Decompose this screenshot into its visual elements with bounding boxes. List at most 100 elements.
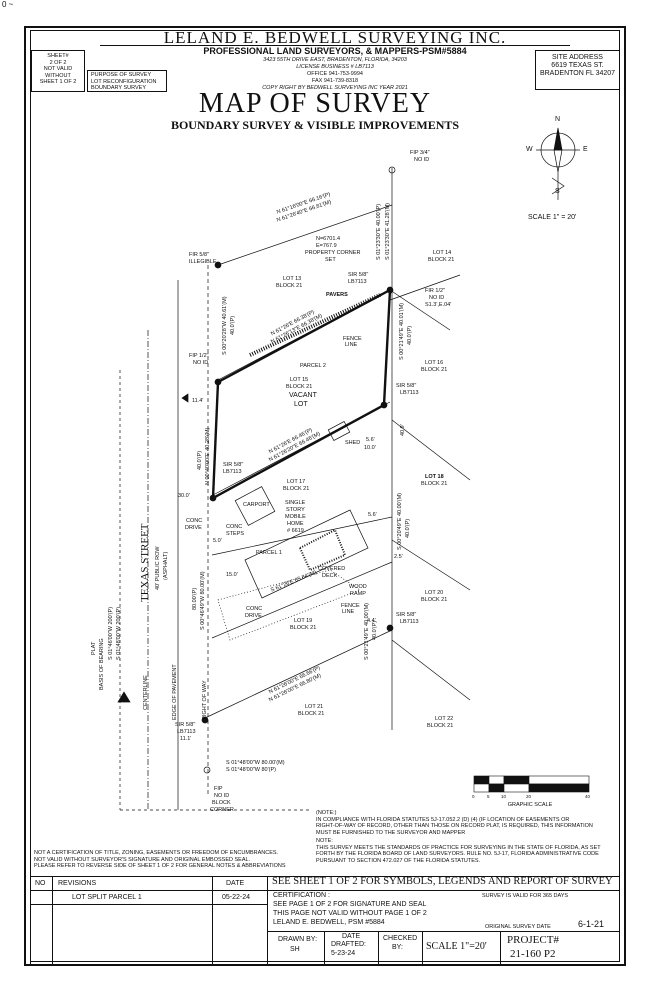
tick-0: 0 bbox=[472, 794, 475, 799]
note-block: (NOTE:) IN COMPLIANCE WITH FLORIDA STATU… bbox=[316, 810, 616, 864]
lbl-block21d: BLOCK 21 bbox=[286, 384, 313, 390]
lbl-block21a: BLOCK 21 bbox=[276, 283, 303, 289]
header-rule bbox=[100, 45, 570, 46]
lbl-bear-right-m: S 01°23'30"E 41.28'(M) bbox=[385, 202, 391, 260]
lbl-fir12-id: NO ID bbox=[429, 295, 445, 301]
site-address-box: SITE ADDRESS 6619 TEXAS ST. BRADENTON FL… bbox=[535, 50, 620, 90]
lbl-coord-e: E=767.9 bbox=[316, 243, 337, 249]
project-val: 21-160 P2 bbox=[510, 948, 556, 960]
lbl-block21c: BLOCK 21 bbox=[421, 367, 448, 373]
header-copyright: COPY RIGHT BY BEDWELL SURVEYING INC YEAR… bbox=[262, 85, 408, 91]
sheet-frame bbox=[24, 26, 626, 966]
rev-header-rule bbox=[30, 890, 268, 891]
see-sheet-rule bbox=[268, 890, 620, 891]
company-name: LELAND E. BEDWELL SURVEYING INC. bbox=[163, 28, 507, 47]
lbl-right-bear5: S 00°21'49"E 40.00'(M) bbox=[364, 602, 370, 660]
lbl-conc-drive4: DRIVE bbox=[245, 613, 262, 619]
lbl-asphalt: (ASPHALT) bbox=[163, 551, 169, 580]
note-l1: IN COMPLIANCE WITH FLORIDA STATUTES 5J-1… bbox=[316, 816, 570, 823]
bottom-col3 bbox=[422, 931, 423, 966]
header-fax: FAX 941-739-8318 bbox=[311, 78, 359, 84]
note-l4: THIS SURVEY MEETS THE STANDARDS OF PRACT… bbox=[316, 844, 601, 851]
lbl-centerline: CENTERLINE bbox=[143, 675, 149, 710]
lbl-fence-line3: FENCE bbox=[341, 603, 360, 609]
purpose-l1: PURPOSE OF SURVEY bbox=[91, 72, 152, 78]
rev-col-date: DATE bbox=[226, 880, 245, 887]
purpose-box: PURPOSE OF SURVEY LOT RECONFIGURATION BO… bbox=[87, 70, 167, 92]
checked-label: CHECKED bbox=[383, 935, 418, 942]
lbl-basis-bearing: BASIS OF BEARING bbox=[99, 638, 105, 690]
header-address: 3423 55TH DRIVE EAST, BRADENTON, FLORIDA… bbox=[263, 57, 407, 63]
lbl-home: HOME bbox=[287, 521, 304, 527]
purpose-l2: LOT RECONFIGURATION bbox=[91, 78, 157, 85]
lbl-sir58e: SIR 5/8" bbox=[175, 722, 196, 728]
cert-valid: SURVEY IS VALID FOR 365 DAYS bbox=[482, 893, 569, 899]
lbl-wood-ramp: WOOD bbox=[349, 584, 367, 590]
lbl-lot18: LOT 18 bbox=[425, 474, 444, 480]
lbl-edge-pavement: EDGE OF PAVEMENT bbox=[172, 664, 178, 720]
lbl-conc-steps: CONC bbox=[226, 524, 243, 530]
lbl-coord-n: N=6701.4 bbox=[316, 236, 341, 242]
lbl-right-p2: 40.0'(P) bbox=[407, 325, 413, 345]
lbl-row: 40' PUBLIC ROW bbox=[155, 546, 161, 590]
drafted-label: DRAFTED: bbox=[331, 941, 366, 948]
lbl-left-p: 40.0'(P) bbox=[230, 315, 236, 335]
lbl-lot19: LOT 19 bbox=[294, 618, 313, 624]
lbl-fip-bottom-id: NO ID bbox=[214, 793, 230, 799]
note-l3: MUST BE FURNISHED TO THE SURVEYOR AND MA… bbox=[316, 829, 466, 836]
lbl-fence-line4: LINE bbox=[342, 609, 355, 615]
lbl-fip-top: FIP 3/4" bbox=[410, 150, 430, 156]
lbl-corner-word: CORNER bbox=[210, 807, 234, 813]
project-label: PROJECT# bbox=[507, 934, 559, 946]
lbl-shed: SHED bbox=[345, 440, 361, 446]
site-l1: SITE ADDRESS bbox=[552, 54, 603, 61]
rev-col-no: NO bbox=[35, 880, 46, 887]
lbl-fir58: FIR 5/8" bbox=[189, 252, 209, 258]
bottom-col2 bbox=[378, 931, 379, 966]
lbl-lb7113d: LB7113 bbox=[400, 619, 419, 625]
lbl-sir58d: SIR 5/8" bbox=[396, 612, 417, 618]
lbl-block-word: BLOCK bbox=[212, 800, 231, 806]
lbl-right-bear4: S 00°20'49"E 40.00'(M) bbox=[397, 492, 403, 550]
lbl-mobile: MOBILE bbox=[285, 514, 306, 520]
note-head: (NOTE:) bbox=[316, 810, 337, 816]
lbl-left-p5: 80.00'(P) bbox=[192, 587, 198, 610]
lbl-dim100: 10.0' bbox=[364, 445, 376, 451]
cert-l1: SEE PAGE 1 OF 2 FOR SIGNATURE AND SEAL bbox=[273, 901, 427, 908]
lbl-dim300: 30.0' bbox=[178, 493, 190, 499]
lbl-sir58a: SIR 5/8" bbox=[348, 272, 369, 278]
revisions-table bbox=[30, 876, 268, 966]
lbl-dim25: 2.5' bbox=[394, 554, 403, 560]
lbl-lot21: LOT 21 bbox=[305, 704, 324, 710]
lbl-dim44: 4.4' bbox=[367, 618, 376, 624]
lbl-lb7113c: LB7113 bbox=[223, 469, 242, 475]
lbl-fip-bottom: FIP bbox=[214, 786, 223, 792]
lbl-bottom-bear-m: S 01°48'00"W 80.00'(M) bbox=[226, 760, 285, 766]
lbl-block21f: BLOCK 21 bbox=[283, 486, 310, 492]
lbl-dim56: 5.6' bbox=[366, 437, 375, 443]
lbl-conc-drive: CONC bbox=[186, 518, 203, 524]
lbl-sir58b: SIR 5/8" bbox=[396, 383, 417, 389]
lbl-lot22: LOT 22 bbox=[435, 716, 454, 722]
cert-head: CERTIFICATION : bbox=[273, 892, 330, 899]
rev-col1-rule bbox=[52, 876, 53, 966]
compass-e: E bbox=[583, 146, 588, 153]
lbl-lot-word: LOT bbox=[294, 401, 308, 408]
graphic-scale-bar bbox=[473, 775, 590, 793]
bottom-row-rule bbox=[268, 931, 620, 932]
sheet-box-l1: SHEET# bbox=[47, 53, 69, 59]
lbl-fip12-id: NO ID bbox=[193, 360, 209, 366]
lbl-lb7113e: LB7113 bbox=[177, 729, 196, 735]
lbl-dim150: 15.0' bbox=[226, 572, 238, 578]
lbl-row-line: RIGHT OF WAY bbox=[202, 680, 208, 720]
sheet-box: SHEET# 2 OF 2 NOT VALID WITHOUT SHEET 1 … bbox=[31, 50, 85, 92]
cert-l2: THIS PAGE NOT VALID WITHOUT PAGE 1 OF 2 bbox=[273, 910, 427, 917]
header-license: LICENSE BUSINESS # LB7113 bbox=[296, 64, 374, 70]
lbl-lot14: LOT 14 bbox=[433, 250, 452, 256]
lbl-fip12: FIP 1/2" bbox=[189, 353, 209, 359]
lbl-street-bear-m: S 01°46'00"W 200'(P) bbox=[108, 606, 114, 660]
rev-row1-date: 05-22-24 bbox=[222, 894, 251, 901]
compass-s: S bbox=[555, 188, 560, 195]
lbl-lot20: LOT 20 bbox=[425, 590, 444, 596]
drafted-val: 5-23-24 bbox=[331, 950, 356, 957]
